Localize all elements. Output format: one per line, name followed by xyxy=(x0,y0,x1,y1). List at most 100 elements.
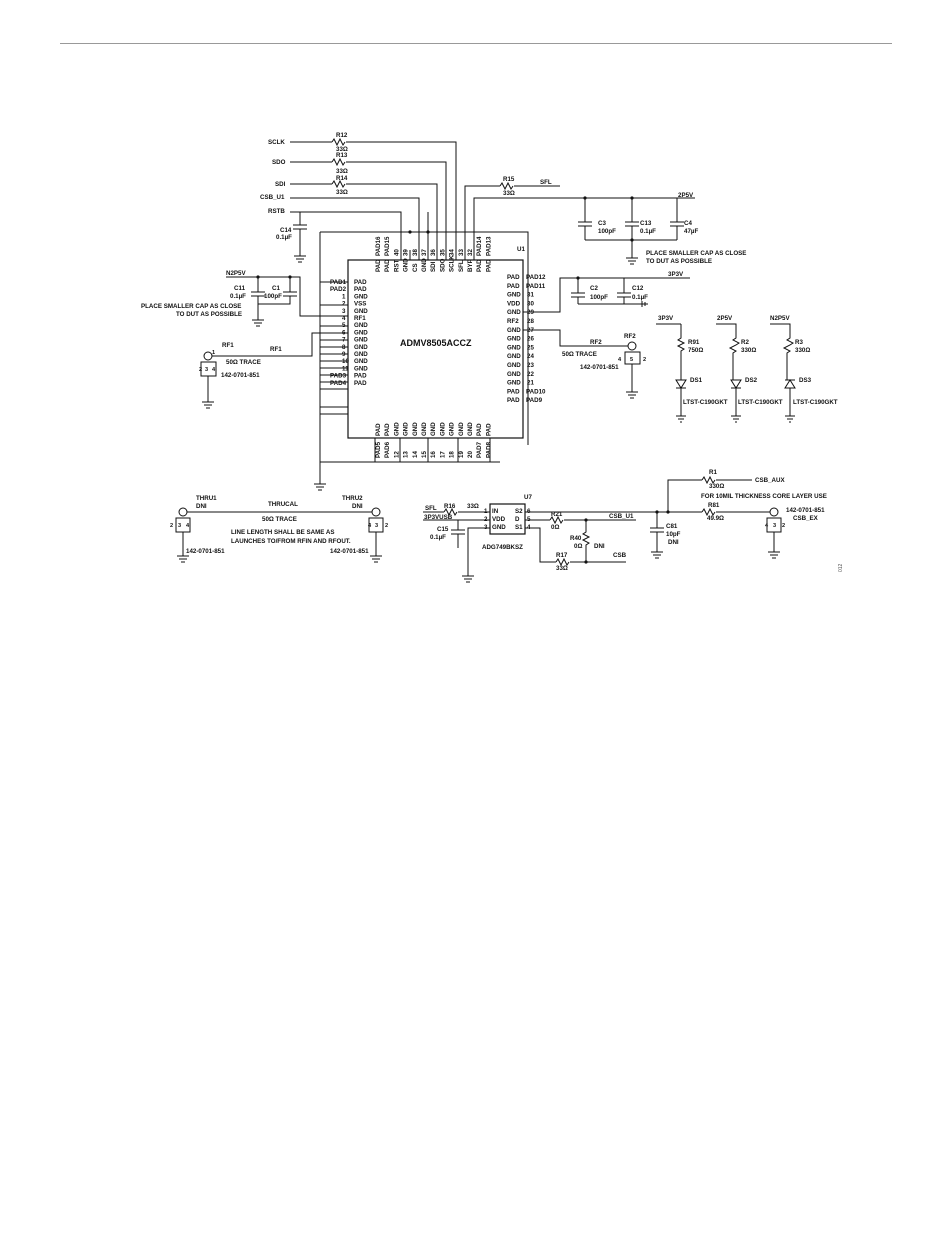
net-rstb-wire xyxy=(290,211,402,260)
u1-pad-label: PAD11 xyxy=(526,283,546,290)
rf2-pin-4: 4 xyxy=(618,357,622,363)
thru2-pin-4: 4 xyxy=(368,523,372,529)
ds2-gnd-symbol xyxy=(731,415,741,423)
net-rf2-wire xyxy=(523,329,628,347)
u7-pin-name: S1 xyxy=(515,524,523,531)
u1-pad-label: PAD9 xyxy=(526,397,543,404)
figure-id: 012 xyxy=(838,563,844,572)
r21-value: 0Ω xyxy=(551,524,559,531)
u7-ref: U7 xyxy=(524,494,532,501)
cap-note-1-line1: PLACE SMALLER CAP AS CLOSE xyxy=(141,303,241,310)
line-length-note-2: LAUNCHES TO/FROM RFIN AND RFOUT. xyxy=(231,538,351,545)
line-length-note-1: LINE LENGTH SHALL BE SAME AS xyxy=(231,529,334,536)
spi-nets: SCLK R12 33Ω SDO R13 33Ω SDI R14 33Ω CSB… xyxy=(260,132,560,263)
u7-pin-name: GND xyxy=(492,524,506,531)
u1-pin-name: GND xyxy=(467,422,474,436)
u7-body xyxy=(489,503,526,535)
cap-note-2-line2: TO DUT AS POSSIBLE xyxy=(646,258,712,265)
ds2-led xyxy=(730,379,742,416)
u1-pin-number: 28 xyxy=(527,318,534,325)
net-2p5v-led-label: 2P5V xyxy=(717,315,733,322)
u7-pin-name: D xyxy=(515,516,520,523)
u1-pin-name: GND xyxy=(354,329,368,336)
csb-ex-pin-3: 3 xyxy=(773,523,776,529)
thru1-pin-3: 3 xyxy=(178,523,181,529)
c2-value: 100pF xyxy=(590,294,608,301)
c4-capacitor xyxy=(670,198,684,240)
thru2-pin-2: 2 xyxy=(385,523,388,529)
u1-pin-name: GND xyxy=(507,353,521,360)
u1-pin-number: 2 xyxy=(342,301,346,308)
c15-value: 0.1µF xyxy=(430,534,446,541)
r81-resistor xyxy=(701,507,716,517)
rf1-pin-1: 1 xyxy=(212,350,215,356)
u1-pin-name: RF1 xyxy=(354,315,366,322)
u1-pin-name: GND xyxy=(354,322,368,329)
u1-pin-number: 12 xyxy=(393,451,400,458)
r15-ref: R15 xyxy=(503,176,515,183)
ds3-ref: DS3 xyxy=(799,377,812,384)
u1-pin-number: 29 xyxy=(527,309,534,316)
u1-pin-name: PAD xyxy=(354,373,367,380)
r81-ref: R81 xyxy=(708,502,720,509)
rf2-pin-5: 5 xyxy=(630,357,633,363)
u1-pin-number: 26 xyxy=(527,336,534,343)
r14-value: 33Ω xyxy=(336,189,348,196)
thru1-pin-4: 4 xyxy=(186,523,190,529)
r1-ref: R1 xyxy=(709,469,717,476)
rf1-pin-2: 2 xyxy=(199,367,202,373)
c81-capacitor xyxy=(650,512,664,552)
u1-pin-name: PAD xyxy=(485,259,492,272)
c14-value: 0.1µF xyxy=(276,234,292,241)
thru2-dni: DNI xyxy=(352,503,363,510)
u1-pin-name: GND xyxy=(507,336,521,343)
ds1-ref: DS1 xyxy=(690,377,703,384)
junction-dot xyxy=(666,510,670,514)
csb-ex-sma-symbol xyxy=(769,507,779,517)
r21-resistor xyxy=(549,515,564,525)
u1-pin-name: GND xyxy=(458,422,465,436)
u1-pad-label: PAD2 xyxy=(330,286,347,293)
u1-pin-name: PAD xyxy=(354,286,367,293)
u1-pin-name: SFL xyxy=(458,260,465,272)
net-csb-u1-label: CSB_U1 xyxy=(260,194,285,201)
thru2-sma-body xyxy=(368,517,384,556)
thru1-sma-body xyxy=(175,517,191,556)
u1-ref-label: U1 xyxy=(517,246,525,253)
c4-ref: C4 xyxy=(684,220,692,227)
net-rf1-wire xyxy=(212,332,348,357)
c81-value: 10pF xyxy=(666,531,681,538)
c12-value: 0.1µF xyxy=(632,294,648,301)
header-rule xyxy=(60,43,892,44)
c1-ref: C1 xyxy=(272,285,280,292)
net-3p3v-label: 3P3V xyxy=(668,271,684,278)
u1-pin-name: PAD xyxy=(384,423,391,436)
junction-dot xyxy=(426,230,430,234)
u1-pin-name: BYP xyxy=(467,259,474,272)
u1-left-ground-bus xyxy=(319,232,348,462)
c12-gnd xyxy=(624,301,648,307)
u1-chip: ADMV8505ACCZ U1 PADPAD1PADPAD2GND1VSS2GN… xyxy=(314,231,546,491)
u1-pin-number: 19 xyxy=(458,451,465,458)
u1-pin-number: 14 xyxy=(412,451,419,458)
rf1-gnd-symbol xyxy=(202,401,214,409)
rf1-sma-symbol xyxy=(203,351,213,361)
r15-resistor xyxy=(499,181,514,191)
thrucal-trace-note: 50Ω TRACE xyxy=(262,516,297,523)
net-sclk-wire xyxy=(290,141,457,260)
rf2-and-3p3v: 3P3V C2 100pF C12 0.1µF RF2 50Ω TRACE RF… xyxy=(523,271,690,399)
r3-value: 330Ω xyxy=(795,347,810,354)
net-3p3v-wire xyxy=(523,277,690,313)
csb-ex-ref: CSB_EX xyxy=(793,515,819,522)
r40-ref: R40 xyxy=(570,535,582,542)
r1-value: 330Ω xyxy=(709,483,724,490)
thru2-sma-symbol xyxy=(371,507,381,517)
u1-pin-number: 21 xyxy=(527,380,534,387)
r3-resistor xyxy=(770,323,794,380)
u1-pin-number: 3 xyxy=(342,308,346,315)
net-csb-aux-label: CSB_AUX xyxy=(755,477,785,484)
c14-capacitor xyxy=(293,224,307,256)
u7-pin-name: VDD xyxy=(492,516,506,523)
u1-pin-number: 22 xyxy=(527,371,534,378)
u1-pin-number: 40 xyxy=(393,249,400,256)
